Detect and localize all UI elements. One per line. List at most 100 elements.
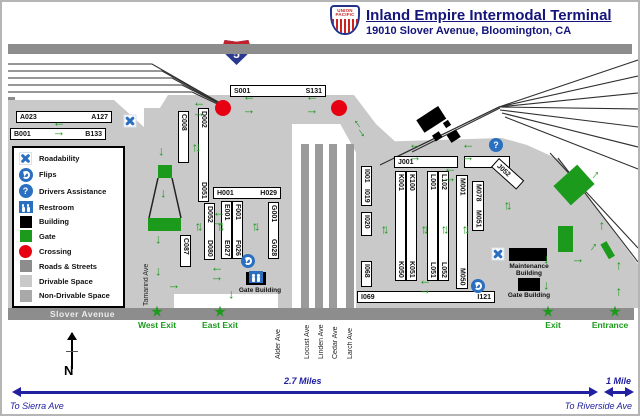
track-label: I069 [361, 293, 375, 301]
scale-long-label: 2.7 Miles [284, 376, 322, 386]
rail-lines-east [379, 59, 638, 263]
legend-label: Drivable Space [39, 276, 93, 286]
nondrivable-swatch [19, 289, 32, 302]
track-label: I020 [363, 215, 370, 229]
roadability-icon [491, 247, 505, 261]
legend-label: Drivers Assistance [39, 186, 107, 196]
freeway-road [8, 44, 632, 54]
exit-star: ★ [541, 303, 555, 321]
legend-row: Restroom [18, 201, 119, 214]
logo-text: PACIFIC [335, 12, 355, 17]
track-label: F001 [234, 204, 241, 220]
cross-street-label: Larch Ave [347, 327, 354, 359]
flow-arrow: → [609, 259, 624, 273]
track-label: J001 [398, 158, 414, 166]
flow-arrow: → [381, 223, 396, 237]
gate-building-right [518, 278, 540, 291]
flow-arrow: → [153, 233, 168, 247]
compass-tick [66, 351, 78, 352]
track-label: D080 [206, 240, 213, 257]
gate-swatch [19, 230, 32, 243]
to-sierra-ave-label: To Sierra Ave [10, 401, 64, 411]
track-label: D002 [200, 111, 207, 128]
roadability-icon [19, 152, 32, 166]
track-label: I001 [363, 169, 370, 183]
track-box-g: G001 G028 [268, 202, 279, 259]
gate-funnel [148, 177, 182, 219]
roads-swatch [19, 260, 32, 273]
track-label: M051 [474, 210, 482, 228]
scale-short-label: 1 Mile [606, 376, 632, 386]
track-label: B001 [14, 130, 31, 138]
flow-arrow: → [212, 214, 226, 229]
track-box-i3: I068 [361, 261, 372, 287]
track-label: M050 [458, 268, 466, 286]
logo-stripes [332, 19, 358, 33]
rail-lines-west [8, 63, 229, 110]
track-label: K001 [397, 174, 404, 191]
track-label: E001 [223, 204, 230, 221]
track-label: C008 [180, 114, 187, 131]
west-exit-label: West Exit [137, 320, 177, 330]
scale-bar-long [12, 387, 598, 397]
flow-arrow: → [609, 285, 624, 299]
legend-row: Crossing [18, 244, 119, 258]
track-label: M001 [458, 178, 466, 196]
legend-label: Non-Drivable Space [39, 291, 110, 301]
logo-text: UNION [337, 7, 353, 13]
east-exit-star: ★ [213, 303, 227, 321]
track-label: K051 [408, 261, 415, 278]
flow-arrow: → [242, 102, 256, 117]
track-label: A127 [91, 113, 108, 121]
east-exit-label: East Exit [202, 320, 238, 330]
cross-street-label: Linden Ave [318, 324, 325, 359]
legend-label: Roads & Streets [39, 261, 97, 271]
track-label: G028 [270, 238, 277, 256]
flow-arrow: → [504, 199, 519, 213]
legend-row: Non-Drivable Space [18, 289, 119, 302]
flow-arrow: → [195, 220, 210, 234]
to-riverside-ave-label: To Riverside Ave [564, 401, 632, 411]
flow-arrow: → [418, 282, 432, 297]
track-label: L001 [429, 174, 436, 190]
restroom-icon [249, 271, 263, 283]
legend-row: Flips [18, 167, 119, 182]
track-box-e: E001 E027 [221, 201, 232, 259]
legend-row: Drivable Space [18, 275, 119, 288]
drivable-swatch [19, 275, 32, 288]
flow-arrow: → [167, 277, 181, 292]
flips-icon [18, 167, 33, 182]
tamarind-ave-label: Tamarind Ave [143, 263, 150, 306]
track-label: A023 [20, 113, 37, 121]
track-box-f: F001 F026 [232, 201, 243, 259]
crossing-east [331, 100, 347, 116]
crossing-icon [19, 244, 32, 258]
gate-building-label: Gate Building [507, 292, 551, 299]
flow-arrow: → [462, 223, 477, 237]
track-label: K100 [408, 174, 415, 191]
track-box-i1: I001 I019 [361, 166, 372, 206]
legend-label: Restroom [39, 202, 75, 212]
legend-row: Drivers Assistance [18, 184, 119, 199]
flow-arrow: → [210, 269, 224, 284]
flow-arrow: → [421, 223, 436, 237]
track-box-a: A023 A127 [16, 111, 112, 123]
scale-bar-short [604, 387, 634, 397]
track-label: L102 [440, 174, 447, 190]
flow-arrow: → [571, 251, 585, 266]
flow-arrow: → [305, 102, 319, 117]
slover-avenue-road [8, 308, 634, 320]
exit-label: Exit [545, 320, 561, 330]
track-box-j: J001 [394, 156, 458, 168]
track-box-d2: D052 D080 [204, 203, 215, 260]
legend-label: Crossing [39, 246, 72, 256]
track-label: F026 [234, 240, 241, 256]
track-box-k2: K100 K051 [406, 171, 417, 281]
track-box-i2: I020 [361, 212, 372, 236]
track-label: I019 [363, 189, 370, 203]
legend-label: Gate [39, 231, 56, 241]
